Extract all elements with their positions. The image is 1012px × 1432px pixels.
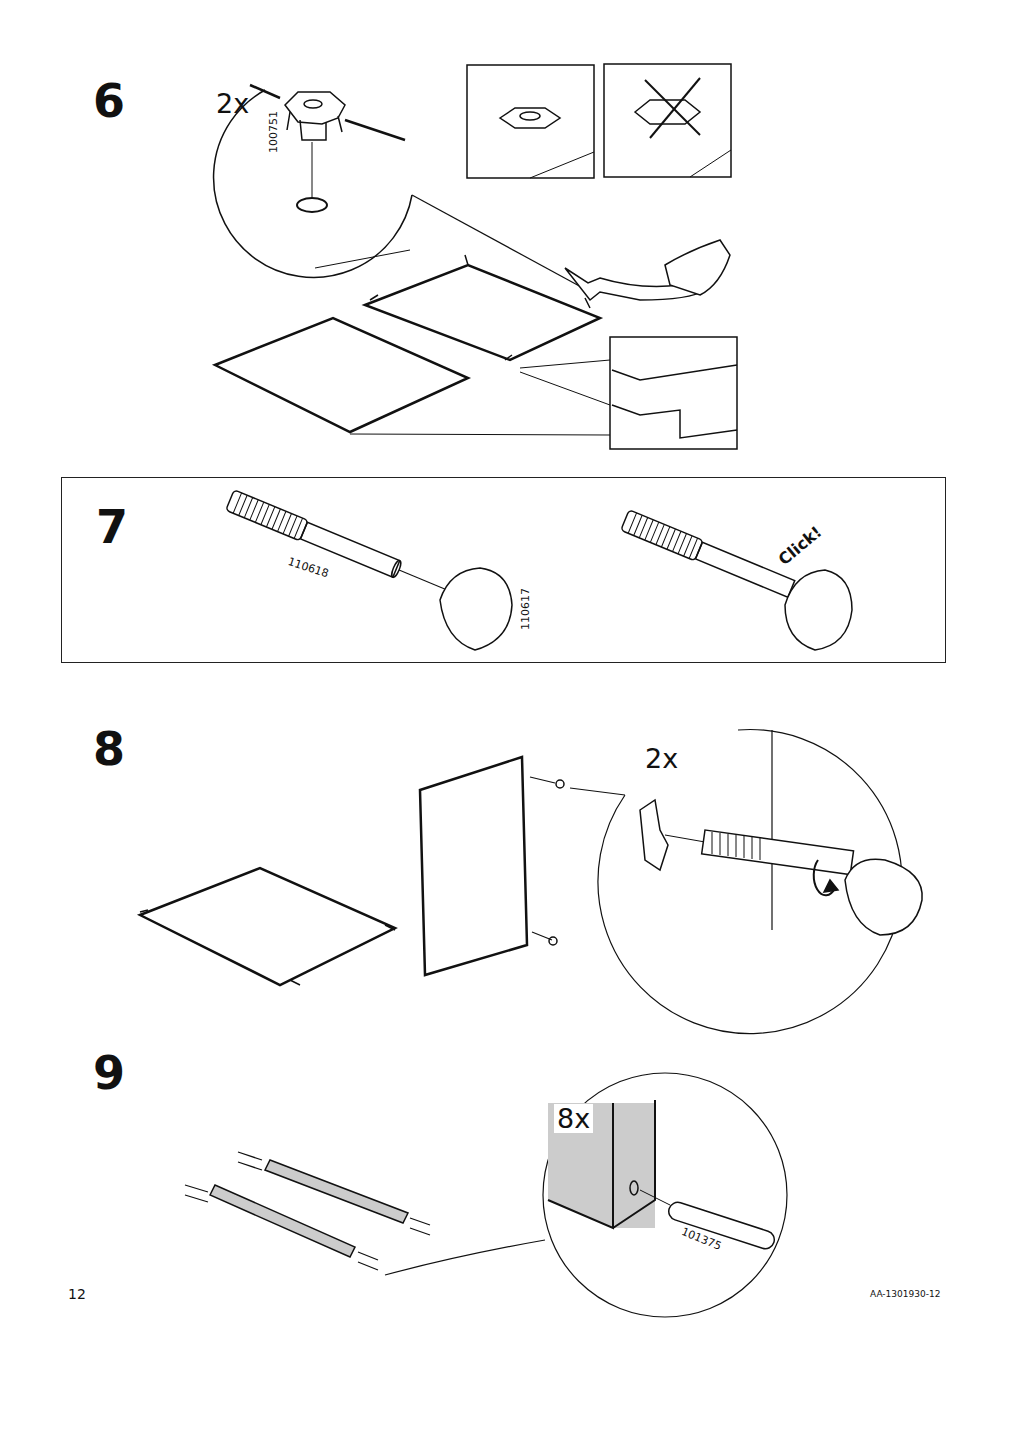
part-number: 100751	[268, 111, 279, 153]
zoom-leader	[412, 195, 583, 288]
zoom-circle	[543, 1073, 787, 1317]
knob	[785, 570, 852, 650]
strip	[265, 1160, 408, 1223]
part-number: 110617	[520, 588, 531, 630]
detail-box	[610, 337, 737, 449]
tee-nut	[640, 800, 668, 870]
wrong-box	[604, 64, 731, 177]
panel	[215, 318, 468, 432]
tee-nut	[285, 92, 345, 140]
quantity: 2x	[216, 90, 249, 117]
quantity: 2x	[645, 745, 678, 772]
dowel	[666, 1200, 776, 1251]
zoom-circle	[214, 90, 412, 277]
panel	[140, 868, 395, 985]
knob	[440, 568, 512, 650]
step-number: 9	[93, 1050, 125, 1096]
page-number: 12	[68, 1287, 86, 1301]
panel	[420, 757, 527, 975]
document-code: AA-1301930-12	[870, 1290, 940, 1299]
step-number: 7	[96, 504, 128, 550]
quantity: 8x	[554, 1104, 593, 1133]
step-number: 6	[93, 78, 125, 124]
strip	[210, 1185, 355, 1257]
correct-box	[467, 65, 594, 178]
bolt	[621, 510, 796, 599]
panel	[365, 265, 600, 360]
sound-note: Click!	[776, 524, 825, 568]
step-frame: 7 110618 110617 Click!	[61, 477, 946, 663]
part-number: 110618	[287, 556, 330, 579]
step-number: 8	[93, 726, 125, 772]
bolt	[226, 490, 452, 600]
